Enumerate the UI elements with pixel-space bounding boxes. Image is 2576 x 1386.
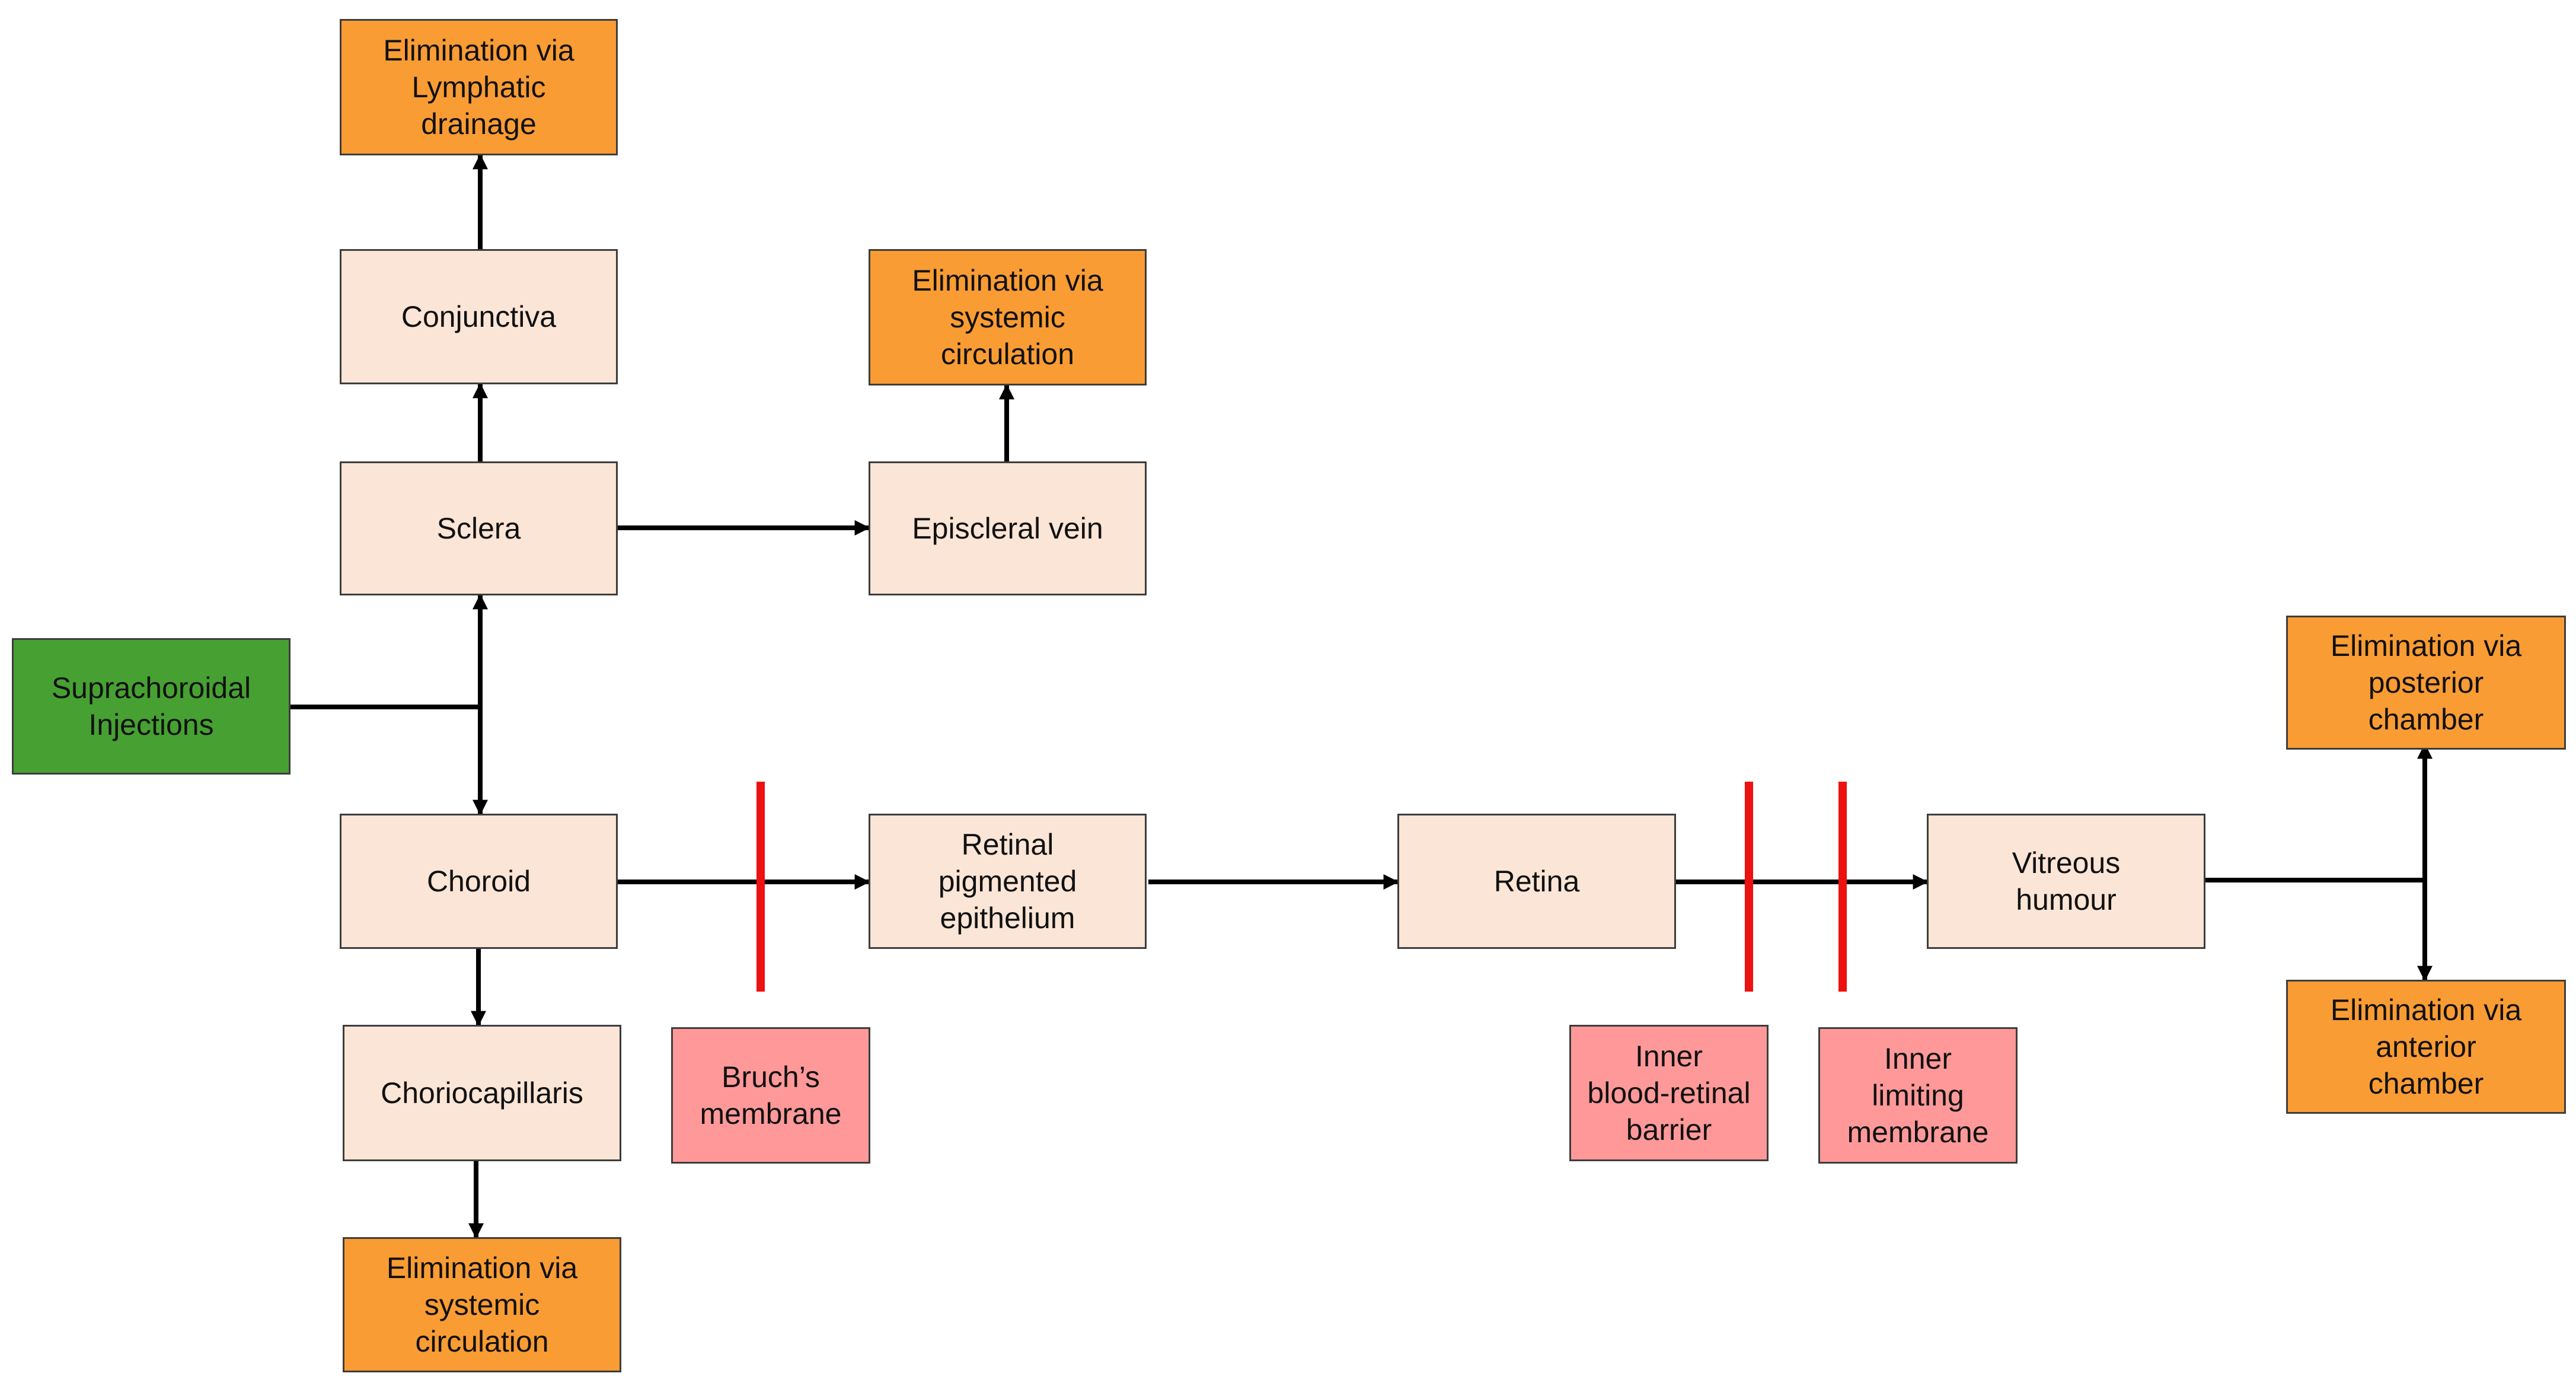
node-elimination-posterior-chamber: Elimination via posterior chamber xyxy=(2286,616,2566,750)
barrier-label-text: Inner limiting membrane xyxy=(1847,1042,1989,1149)
node-label: Vitreous humour xyxy=(2012,846,2121,916)
node-vitreous-humour: Vitreous humour xyxy=(1927,814,2205,949)
node-choriocapillaris: Choriocapillaris xyxy=(343,1025,621,1161)
node-retinal-pigmented-epithelium: Retinal pigmented epithelium xyxy=(869,814,1147,949)
node-label: Elimination via systemic circulation xyxy=(912,264,1103,371)
node-label: Suprachoroidal Injections xyxy=(51,671,251,741)
node-choroid: Choroid xyxy=(340,814,618,949)
barrier-label-text: Inner blood-retinal barrier xyxy=(1587,1040,1751,1146)
node-label: Episcleral vein xyxy=(912,512,1103,545)
barrier-label-bruchs-membrane: Bruch’s membrane xyxy=(671,1027,870,1164)
node-label: Choriocapillaris xyxy=(381,1076,583,1110)
node-elimination-systemic-top: Elimination via systemic circulation xyxy=(869,249,1147,385)
node-label: Choroid xyxy=(426,865,531,898)
node-retina: Retina xyxy=(1397,814,1676,949)
barrier-label-inner-limiting-membrane: Inner limiting membrane xyxy=(1818,1027,2018,1164)
barrier-label-inner-blood-retinal-barrier: Inner blood-retinal barrier xyxy=(1569,1025,1769,1161)
barrier-label-text: Bruch’s membrane xyxy=(700,1060,842,1130)
node-label: Sclera xyxy=(436,512,521,545)
node-sclera: Sclera xyxy=(340,461,618,595)
node-label: Elimination via Lymphatic drainage xyxy=(383,34,574,141)
node-label: Elimination via anterior chamber xyxy=(2330,993,2522,1100)
node-label: Conjunctiva xyxy=(401,300,557,333)
node-conjunctiva: Conjunctiva xyxy=(340,249,618,384)
node-episcleral-vein: Episcleral vein xyxy=(869,461,1147,595)
node-label: Elimination via systemic circulation xyxy=(386,1251,578,1358)
node-label: Retinal pigmented epithelium xyxy=(938,828,1077,935)
node-suprachoroidal-injections: Suprachoroidal Injections xyxy=(12,638,291,775)
node-elimination-systemic-bottom: Elimination via systemic circulation xyxy=(343,1237,621,1372)
node-label: Elimination via posterior chamber xyxy=(2330,629,2522,736)
node-label: Retina xyxy=(1493,865,1580,898)
node-elimination-anterior-chamber: Elimination via anterior chamber xyxy=(2286,980,2566,1114)
node-elimination-lymphatic: Elimination via Lymphatic drainage xyxy=(340,19,618,155)
